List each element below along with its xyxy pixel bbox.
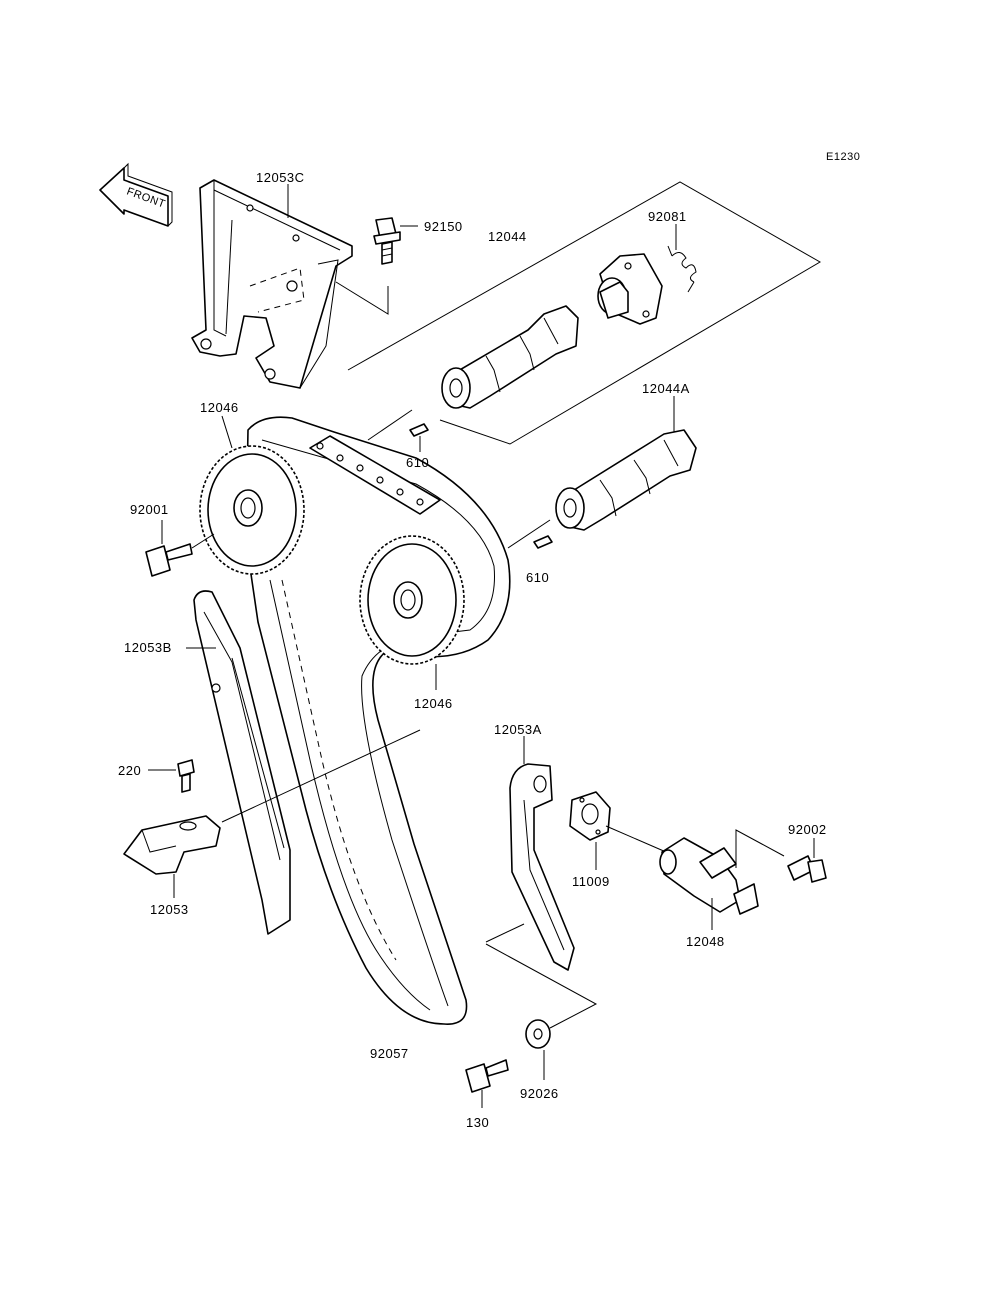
label-130: 130 — [466, 1115, 489, 1130]
bolt-92001 — [145, 543, 193, 577]
cam-sprocket-lower — [359, 535, 465, 665]
chain-guide-bracket — [191, 179, 353, 389]
front-arrow-icon: FRONT — [99, 162, 173, 227]
camshaft-12044 — [441, 305, 579, 409]
dowel-pin-610-lower — [533, 535, 553, 549]
chain-links — [309, 435, 441, 515]
label-610-lower: 610 — [526, 570, 549, 585]
washer-92026 — [525, 1019, 551, 1049]
label-220: 220 — [118, 763, 141, 778]
label-12044a: 12044A — [642, 381, 690, 396]
label-92081: 92081 — [648, 209, 687, 224]
chain-tensioner-12048 — [659, 837, 759, 915]
gasket-11009 — [569, 791, 611, 841]
label-12053a: 12053A — [494, 722, 542, 737]
label-92002: 92002 — [788, 822, 827, 837]
cam-sprocket-upper — [199, 445, 305, 575]
label-92001: 92001 — [130, 502, 169, 517]
label-92057: 92057 — [370, 1046, 409, 1061]
label-12044: 12044 — [488, 229, 527, 244]
label-12053c: 12053C — [256, 170, 305, 185]
spring-92081 — [667, 245, 697, 293]
bolt-130 — [465, 1059, 509, 1093]
label-12053: 12053 — [150, 902, 189, 917]
label-92150: 92150 — [424, 219, 463, 234]
drawing-code: E1230 — [826, 151, 860, 163]
label-92026: 92026 — [520, 1086, 559, 1101]
chain-guide-12053b — [193, 590, 291, 935]
label-12053b: 12053B — [124, 640, 172, 655]
label-12046-lower: 12046 — [414, 696, 453, 711]
label-11009: 11009 — [572, 874, 610, 889]
label-12048: 12048 — [686, 934, 725, 949]
chain-guide-12053a — [509, 763, 575, 971]
bolt-220 — [177, 759, 195, 793]
guide-holder-12053 — [123, 815, 221, 875]
bolt-92150 — [373, 217, 401, 265]
bolt-92002 — [787, 855, 827, 883]
decompressor-cam — [597, 253, 663, 325]
label-610-upper: 610 — [406, 455, 429, 470]
dowel-pin-610-upper — [409, 423, 429, 437]
label-12046-upper: 12046 — [200, 400, 239, 415]
camshaft-12044a — [555, 429, 697, 531]
